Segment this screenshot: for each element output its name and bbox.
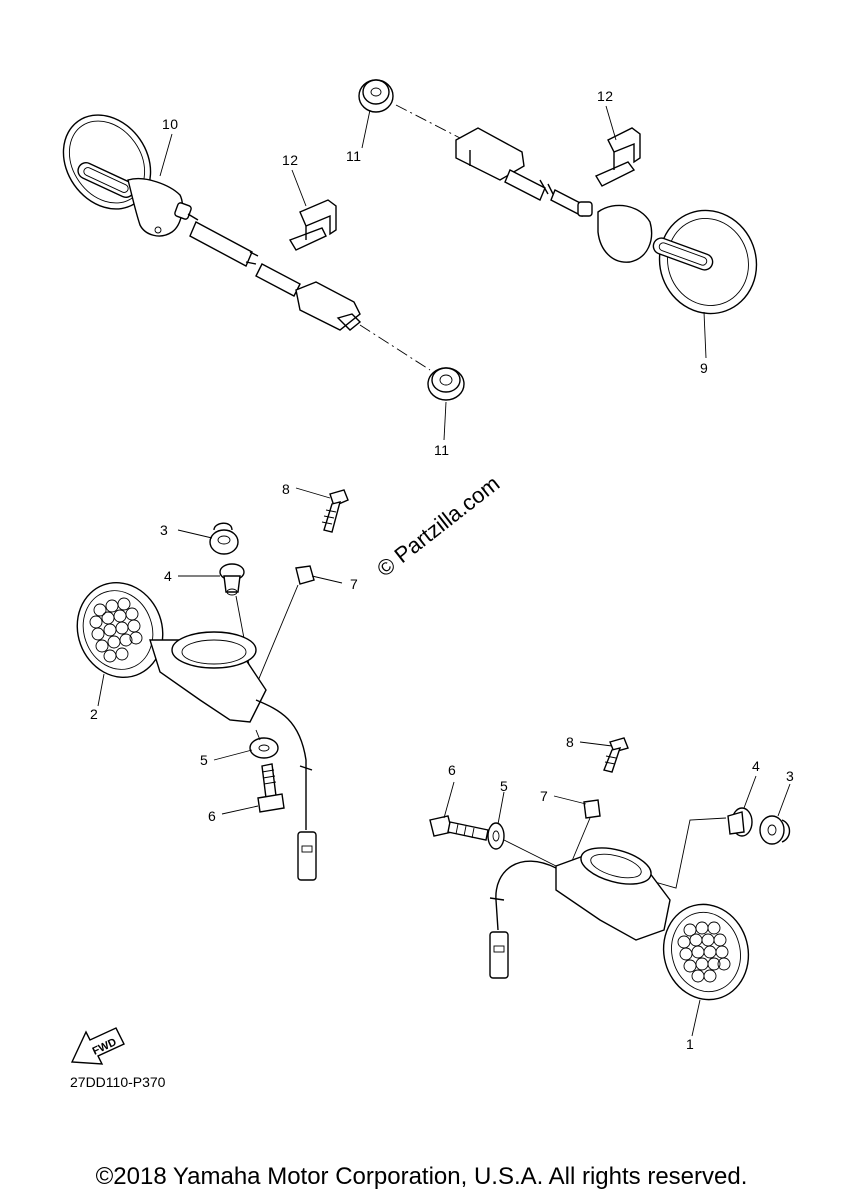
part-5-washer-right[interactable] [487, 822, 505, 850]
part-1-flasher[interactable] [489, 841, 759, 1009]
callout-10: 10 [162, 116, 179, 132]
guide-line [503, 839, 557, 867]
part-11-grommet-upper[interactable] [358, 79, 394, 113]
callout-12-right: 12 [597, 88, 614, 104]
callout-8-upper: 8 [282, 481, 291, 497]
part-4-collar-upper[interactable] [219, 563, 245, 596]
part-10-flasher[interactable] [46, 98, 362, 331]
part-9-flasher[interactable] [455, 127, 771, 327]
guide-line [359, 324, 431, 371]
callout-7-upper: 7 [350, 576, 359, 592]
callout-9: 9 [700, 360, 709, 376]
callout-5-left: 5 [200, 752, 209, 768]
part-6-bolt-left[interactable] [257, 763, 285, 813]
callout-12-left: 12 [282, 152, 299, 168]
copyright-notice: ©2018 Yamaha Motor Corporation, U.S.A. A… [95, 1163, 748, 1190]
part-7-spacer-lower[interactable] [583, 799, 601, 819]
callout-2: 2 [90, 706, 99, 722]
part-8-bolt-lower[interactable] [603, 737, 629, 773]
guide-line [395, 104, 461, 139]
callout-7-lower: 7 [540, 788, 549, 804]
callout-1: 1 [686, 1036, 695, 1052]
part-11-grommet-lower[interactable] [427, 367, 465, 401]
callout-5-right: 5 [500, 778, 509, 794]
part-12-clamp-right[interactable] [594, 127, 641, 187]
part-12-clamp-left[interactable] [288, 199, 337, 251]
callout-4-upper: 4 [164, 568, 173, 584]
fwd-arrow-icon: FWD [70, 1027, 125, 1065]
callout-leaders [97, 105, 791, 1037]
callout-3-right: 3 [786, 768, 795, 784]
part-3-nut-upper[interactable] [209, 522, 239, 555]
part-3-nut-right[interactable] [759, 815, 791, 845]
part-5-washer-left[interactable] [249, 737, 279, 759]
guide-line [255, 729, 261, 741]
callout-11-lower: 11 [434, 442, 450, 458]
part-6-bolt-right[interactable] [429, 815, 489, 841]
callout-3-upper: 3 [160, 522, 169, 538]
part-2-flasher[interactable] [64, 571, 317, 881]
callout-6-right: 6 [448, 762, 457, 778]
part-8-bolt-upper[interactable] [321, 489, 349, 533]
callout-6-left: 6 [208, 808, 217, 824]
guide-line [647, 817, 727, 889]
part-4-collar-right[interactable] [727, 807, 753, 837]
part-7-spacer-upper[interactable] [295, 565, 315, 585]
callout-8-lower: 8 [566, 734, 575, 750]
callout-4-right: 4 [752, 758, 761, 774]
callout-11-upper: 11 [346, 148, 362, 164]
diagram-code: 27DD110-P370 [70, 1074, 166, 1090]
